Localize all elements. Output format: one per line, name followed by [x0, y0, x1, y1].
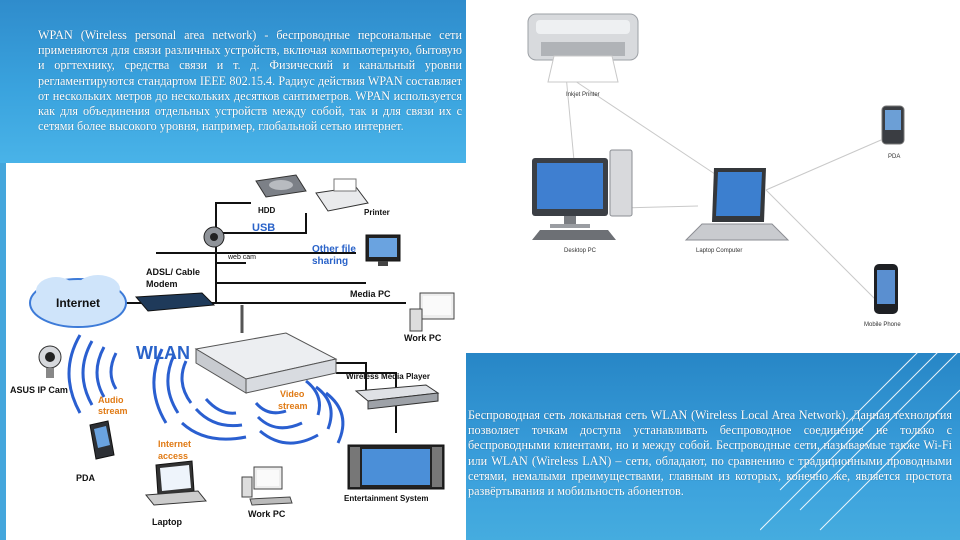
wireless-media-player-label: Wireless Media Player [346, 372, 430, 381]
pda-icon [881, 105, 905, 145]
hdd-label: HDD [258, 206, 276, 215]
wlan-label: WLAN [136, 343, 190, 363]
internet-access-label-2: access [158, 451, 188, 461]
desktop-pc-label: Desktop PC [564, 248, 597, 254]
left-blue-strip [0, 163, 6, 540]
inkjet-printer-label: Inkjet Printer [566, 92, 600, 98]
laptop-icon [145, 460, 207, 506]
wired-connections [106, 202, 406, 433]
wireless-media-player-icon [354, 384, 440, 410]
video-stream-label-1: Video [280, 389, 305, 399]
inkjet-printer-icon [527, 13, 639, 83]
audio-stream-label-1: Audio [98, 395, 124, 405]
wlan-diagram: HDD USB Printer web cam Other file shari… [10, 174, 455, 527]
hdd-icon [255, 174, 307, 198]
wlan-description: Беспроводная сеть локальная сеть WLAN (W… [468, 408, 952, 499]
entertainment-system-label: Entertainment System [344, 494, 428, 503]
modem-icon [134, 292, 216, 312]
mobile-phone-icon [874, 264, 898, 314]
pda-label-left: PDA [76, 473, 96, 483]
media-pc-icon [365, 234, 401, 266]
audio-stream-label-2: stream [98, 406, 128, 416]
internet-label: Internet [56, 296, 100, 310]
adsl-label-1: ADSL/ Cable [146, 267, 200, 277]
adsl-label-2: Modem [146, 279, 178, 289]
wpan-diagram: Inkjet Printer PDA Desktop PC Laptop Com… [527, 13, 905, 328]
work-pc-bottom-label: Work PC [248, 509, 286, 519]
pda-label-right: PDA [888, 154, 900, 160]
laptop-label: Laptop [152, 517, 182, 527]
internet-access-label-1: Internet [158, 439, 191, 449]
top-left-blue-panel [0, 0, 466, 163]
decorative-lines [760, 330, 960, 531]
web-cam-label: web cam [227, 254, 256, 261]
usb-label: USB [252, 222, 275, 234]
wlan-router-icon [194, 305, 338, 394]
pda-icon [89, 420, 115, 460]
work-pc-right-label: Work PC [404, 333, 442, 343]
web-cam-icon [203, 226, 225, 248]
printer-label: Printer [364, 208, 390, 217]
asus-ip-cam-label: ASUS IP Cam [10, 385, 68, 395]
media-pc-label: Media PC [350, 289, 391, 299]
other-file-sharing-label-2: sharing [312, 256, 348, 267]
laptop-computer-label: Laptop Computer [696, 248, 742, 254]
entertainment-system-icon [347, 444, 445, 490]
wireless-waves [67, 334, 345, 445]
work-pc-right-icon [409, 292, 455, 332]
mobile-phone-label: Mobile Phone [864, 322, 901, 328]
other-file-sharing-label-1: Other file [312, 244, 356, 255]
work-pc-bottom-icon [241, 466, 293, 506]
bottom-right-blue-panel [466, 353, 960, 540]
laptop-computer-icon [684, 168, 790, 241]
asus-ip-cam-icon [38, 345, 62, 378]
printer-icon [315, 178, 369, 212]
video-stream-label-2: stream [278, 401, 308, 411]
internet-cloud-icon [29, 275, 127, 328]
desktop-pc-icon [532, 149, 633, 240]
wpan-connection-lines [565, 74, 882, 301]
wpan-description: WPAN (Wireless personal area network) - … [38, 28, 462, 134]
